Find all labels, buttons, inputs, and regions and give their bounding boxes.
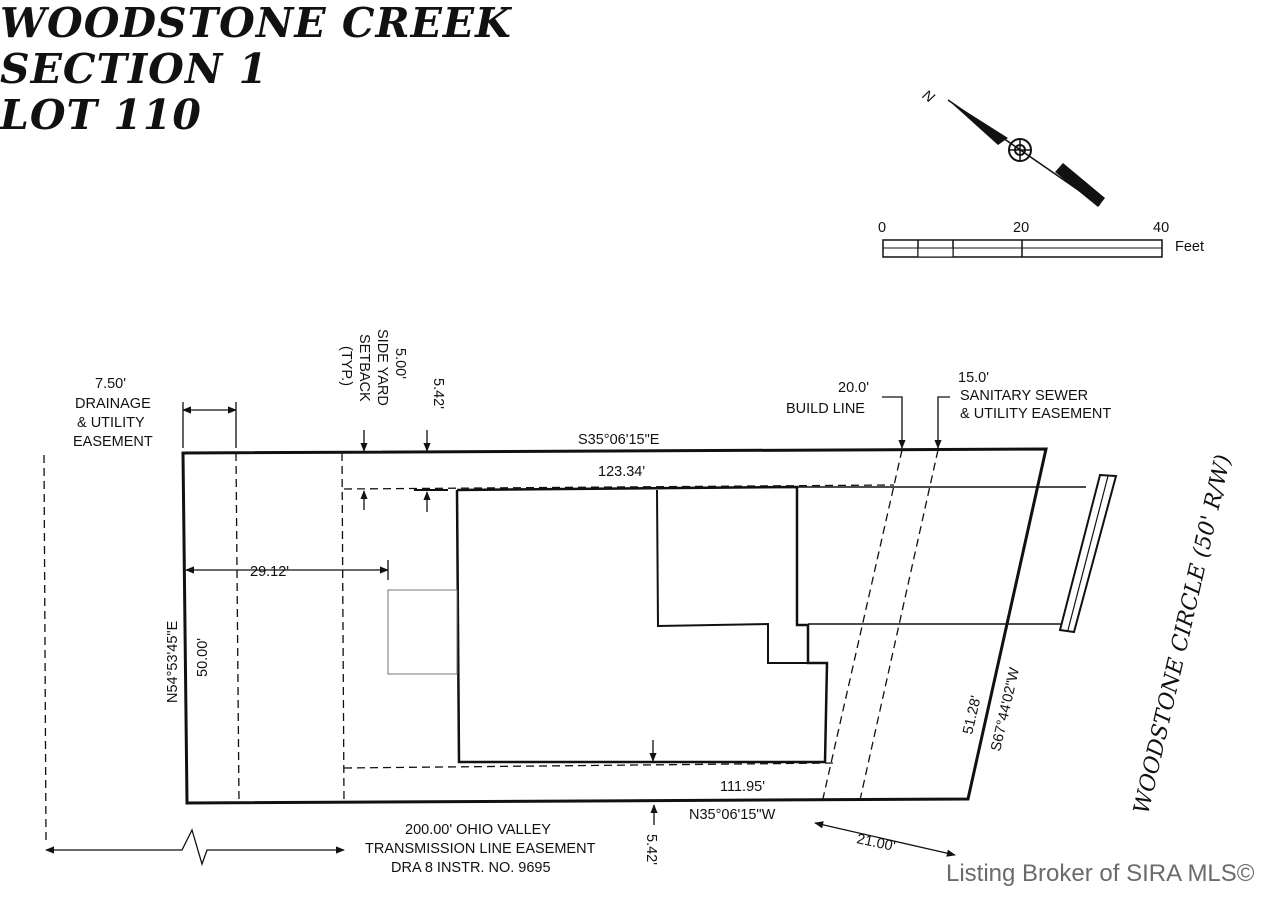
title-line-2: SECTION 1	[0, 45, 269, 93]
north-length-label: 123.34'	[598, 464, 645, 480]
rear-setback-label: 29.12'	[250, 564, 289, 580]
east-length-label: 51.28'	[960, 694, 984, 736]
north-letter: N	[919, 87, 937, 106]
drainage-dim-label: 7.50'	[95, 376, 126, 392]
transmission-label-2: TRANSMISSION LINE EASEMENT	[365, 841, 596, 857]
plat-labels: 7.50' DRAINAGE & UTILITY EASEMENT 5.00' …	[73, 329, 1237, 876]
scale-units: Feet	[1175, 239, 1204, 255]
drainage-label-1: DRAINAGE	[75, 396, 151, 412]
build-line-dim-label: 20.0'	[838, 380, 869, 396]
title-line-3: LOT 110	[0, 91, 202, 139]
dimension-lines	[45, 396, 956, 867]
build-line-label: BUILD LINE	[786, 401, 865, 417]
scale-tick-0: 0	[878, 220, 886, 236]
side-yard-label-3: SETBACK	[356, 334, 372, 402]
subdivision-title: WOODSTONE CREEK SECTION 1 LOT 110	[0, 0, 512, 138]
south-bearing-label: N35°06'15"W	[689, 807, 776, 823]
north-bearing-label: S35°06'15"E	[578, 432, 660, 448]
north-arrow-icon: N	[919, 87, 1105, 207]
sewer-label-1: SANITARY SEWER	[960, 388, 1088, 404]
road-label: WOODSTONE CIRCLE (50' R/W)	[1129, 452, 1236, 816]
lot-boundary	[181, 447, 1048, 805]
scale-tick-20: 20	[1013, 220, 1029, 236]
west-length-label: 50.00'	[195, 638, 211, 677]
sewer-dim-label: 15.0'	[958, 370, 989, 386]
drainage-label-2: & UTILITY	[77, 415, 145, 431]
graphic-scale: 0 20 40 Feet	[878, 220, 1204, 258]
title-line-1: WOODSTONE CREEK	[0, 0, 512, 47]
west-bearing-label: N54°53'45"E	[165, 620, 181, 703]
driveway	[797, 473, 1118, 634]
sewer-label-2: & UTILITY EASEMENT	[960, 406, 1111, 422]
offset-top-label: 5.42'	[430, 378, 446, 409]
side-yard-label-1: 5.00'	[392, 348, 408, 379]
front-dim-label: 21.00'	[855, 831, 897, 855]
offset-bottom-label: 5.42'	[643, 834, 659, 865]
side-yard-label-2: SIDE YARD	[374, 329, 390, 406]
house-footprint	[387, 485, 829, 764]
south-length-label: 111.95'	[720, 779, 765, 795]
scale-tick-40: 40	[1153, 220, 1169, 236]
easement-lines	[43, 449, 939, 841]
listing-credit: Listing Broker of SIRA MLS©	[946, 860, 1255, 887]
side-yard-label-4: (TYP.)	[338, 346, 354, 386]
transmission-label-3: DRA 8 INSTR. NO. 9695	[391, 860, 551, 876]
transmission-label-1: 200.00' OHIO VALLEY	[405, 822, 551, 838]
drainage-label-3: EASEMENT	[73, 434, 153, 450]
